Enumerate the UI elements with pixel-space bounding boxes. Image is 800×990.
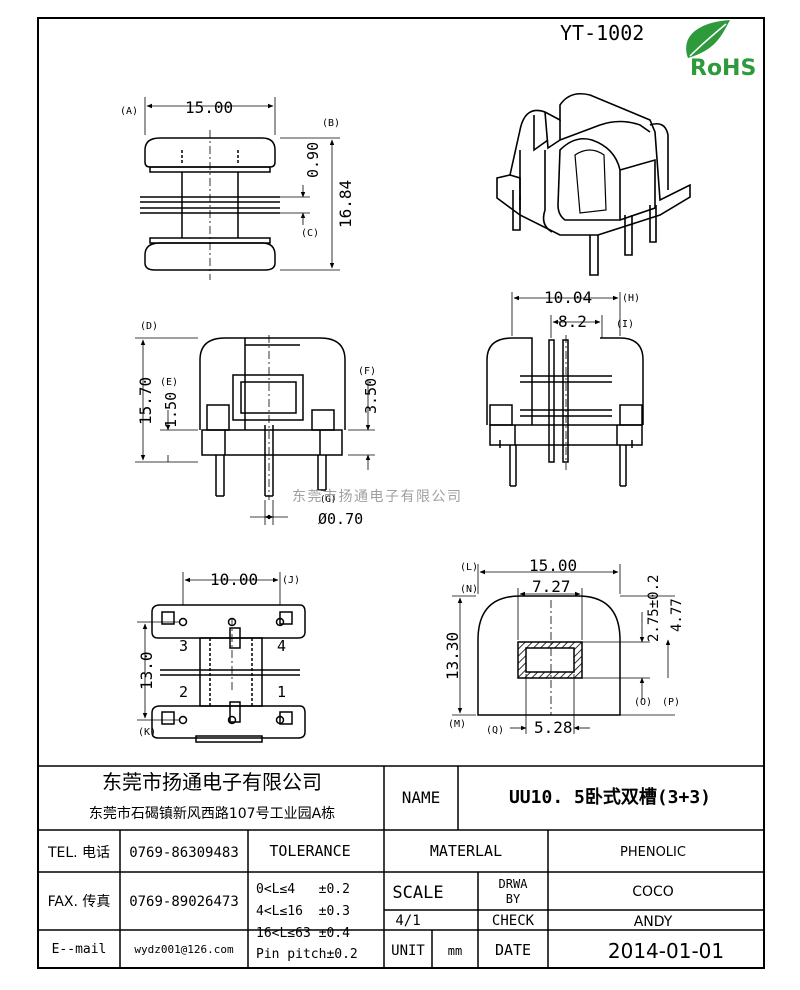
dim-label-n: (N): [460, 584, 478, 595]
dim-label-h: (H): [622, 293, 640, 304]
dim-front-height: 13.30: [443, 632, 462, 680]
pin-number-4: 4: [277, 637, 286, 655]
dim-label-l: (L): [460, 562, 478, 573]
dim-label-d: (D): [140, 321, 158, 332]
rohs-label: RoHS: [690, 56, 756, 81]
dim-top-height: 16.84: [336, 180, 355, 228]
drawn-by: COCO: [632, 884, 674, 900]
dim-label-a: (A): [120, 106, 138, 117]
isometric-view: [496, 92, 691, 276]
name-label: NAME: [402, 788, 441, 807]
dim-end-outer: 10.04: [544, 288, 592, 307]
top-view: [140, 97, 340, 280]
dim-label-o: (O): [634, 697, 652, 708]
fax-label: FAX. 传真: [48, 894, 111, 910]
dim-top-width: 15.00: [185, 98, 233, 117]
dim-label-f: (F): [358, 366, 376, 377]
tel-label: TEL. 电话: [47, 845, 110, 861]
bottom-view: [137, 572, 306, 743]
dim-side-step: 3.50: [362, 378, 380, 414]
dim-label-i: (I): [616, 319, 634, 330]
company-address: 东莞市石碣镇新风西路107号工业园A栋: [89, 805, 335, 822]
pin-number-2: 2: [179, 683, 188, 701]
rohs-logo: RoHS: [686, 20, 756, 81]
material-value: PHENOLIC: [620, 845, 686, 860]
dim-label-e: (E): [160, 377, 178, 388]
tolerance-row-4: Pin pitch±0.2: [256, 947, 358, 962]
front-view: [452, 564, 675, 734]
tolerance-row-3: 16<L≤63 ±0.4: [256, 926, 350, 941]
by-label: BY: [506, 892, 521, 906]
tel-value: 0769-86309483: [129, 845, 239, 861]
part-code: YT-1002: [560, 21, 644, 45]
dim-flange-thickness: 0.90: [304, 142, 322, 178]
title-block: [38, 765, 764, 968]
dim-front-window-height: 2.75±0.2: [646, 575, 662, 642]
dim-front-bottom: 5.28: [534, 718, 573, 737]
name-value: UU10. 5卧式双槽(3+3): [509, 786, 711, 808]
date-label: DATE: [495, 941, 531, 959]
dim-pin-diameter: Ø0.70: [318, 510, 363, 528]
dim-end-inner: 8.2: [558, 312, 587, 331]
pin-number-1: 1: [277, 683, 286, 701]
side-view: [135, 335, 375, 525]
email-label: E--mail: [52, 942, 107, 957]
dim-front-width: 15.00: [529, 556, 577, 575]
dim-label-j: (J): [282, 575, 300, 586]
dim-label-k: (K): [138, 727, 156, 738]
dim-bottom-height: 13.0: [137, 651, 156, 690]
tolerance-row-1: 0<L≤4 ±0.2: [256, 882, 350, 897]
unit-label: UNIT: [391, 943, 425, 959]
check-label: CHECK: [492, 913, 535, 929]
dim-label-p: (P): [662, 697, 680, 708]
company-name: 东莞市扬通电子有限公司: [102, 770, 322, 794]
watermark: 东莞市扬通电子有限公司: [292, 488, 463, 505]
dim-bottom-pitch: 10.00: [210, 570, 258, 589]
fax-value: 0769-89026473: [129, 894, 239, 910]
checked-by: ANDY: [634, 914, 673, 930]
material-label: MATERLAL: [430, 842, 502, 860]
sheet-border: [37, 17, 765, 969]
scale-value: 4/1: [395, 913, 420, 929]
end-view: [486, 292, 644, 487]
dim-label-m: (M): [448, 719, 466, 730]
scale-label: SCALE: [392, 883, 443, 903]
dim-side-height: 15.70: [136, 377, 155, 425]
dim-label-g: (G): [320, 495, 336, 505]
dim-label-c: (C): [301, 228, 319, 239]
drwa-label: DRWA: [499, 877, 529, 891]
email-value: wydz001@126.com: [134, 943, 234, 956]
tolerance-label: TOLERANCE: [269, 842, 350, 860]
dim-front-window-width: 7.27: [532, 577, 571, 596]
date-value: 2014-01-01: [608, 939, 724, 963]
tolerance-row-2: 4<L≤16 ±0.3: [256, 904, 350, 919]
pin-number-3: 3: [179, 637, 188, 655]
dim-side-base: 1.50: [162, 392, 180, 428]
unit-value: mm: [448, 944, 462, 958]
dim-front-top: 4.77: [669, 598, 685, 632]
dim-label-q: (Q): [486, 725, 504, 736]
dim-label-b: (B): [322, 118, 340, 129]
